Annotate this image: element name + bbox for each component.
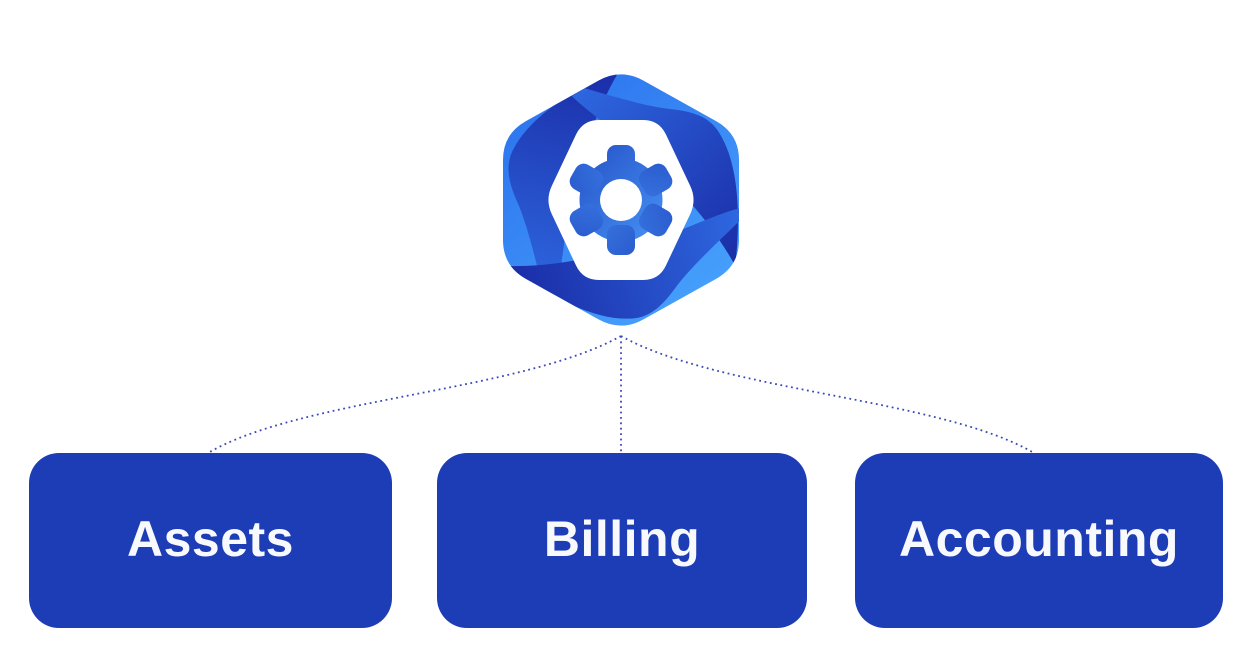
node-billing-label: Billing: [543, 510, 701, 567]
node-accounting-label: Accounting: [899, 510, 1179, 567]
node-accounting: Accounting: [855, 453, 1223, 628]
connector-logo-to-accounting: [620, 335, 1035, 454]
gear-center-hole: [600, 179, 642, 221]
node-billing: Billing: [437, 453, 807, 628]
node-assets: Assets: [29, 453, 392, 628]
connector-logo-to-assets: [207, 335, 622, 454]
app-logo: [497, 66, 745, 334]
gear-icon: [569, 145, 673, 255]
gear-hexagon-logo-icon: [503, 74, 739, 326]
node-assets-label: Assets: [127, 510, 294, 567]
